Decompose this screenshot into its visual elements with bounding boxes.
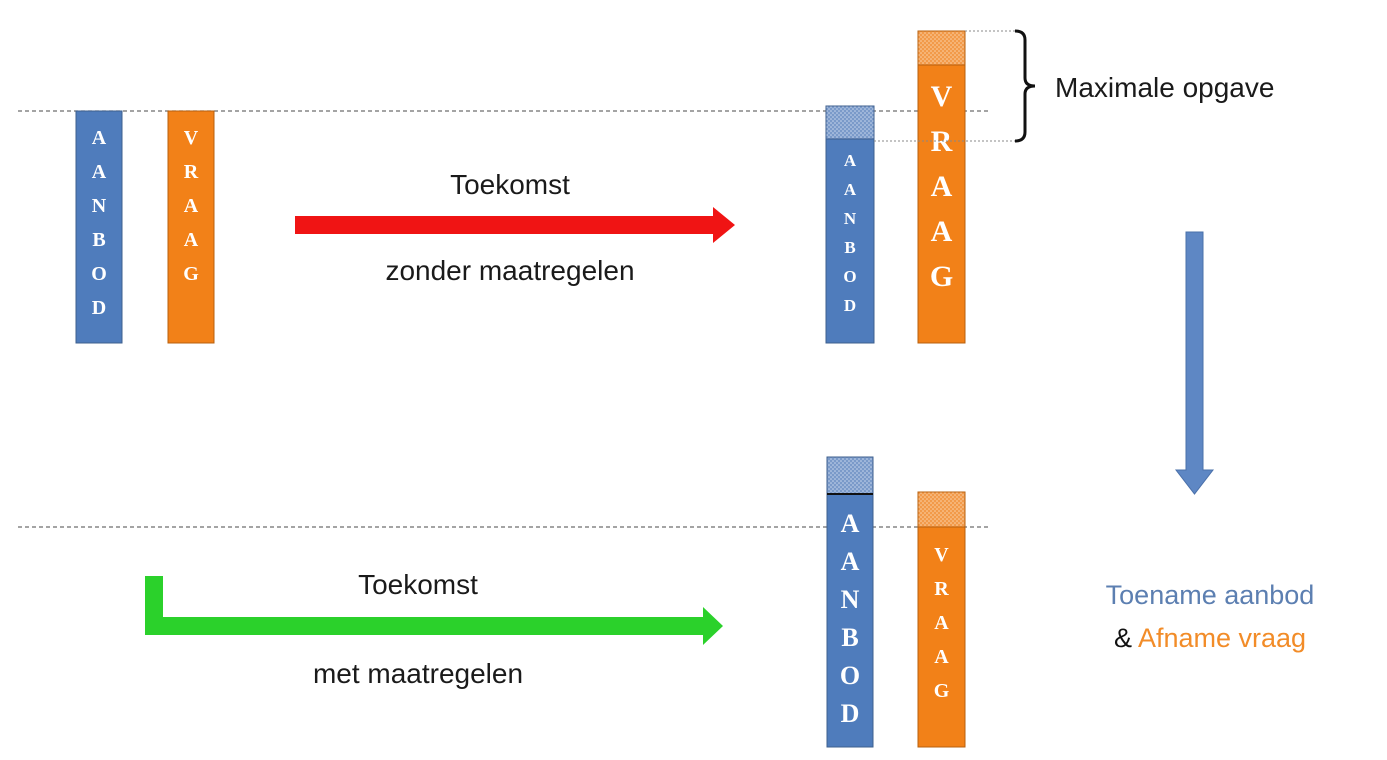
aanbod-letter: N xyxy=(844,209,857,228)
vraag-letter: R xyxy=(184,161,199,183)
future-without-measures-arrow xyxy=(295,207,735,243)
vraag-letter: A xyxy=(934,646,949,668)
top-arrow-label-top: Toekomst xyxy=(450,169,570,200)
vraag-letter: A xyxy=(184,195,199,217)
vraag-letter: R xyxy=(931,125,953,158)
aanbod-letter: D xyxy=(844,296,856,315)
aanbod-letter: B xyxy=(92,229,105,251)
aanbod-letter: A xyxy=(844,180,857,199)
aanbod-letter: N xyxy=(92,195,107,217)
bottom-arrow-label-bottom: met maatregelen xyxy=(313,658,523,689)
aanbod-letter: N xyxy=(841,585,860,614)
bracket-label: Maximale opgave xyxy=(1055,72,1274,103)
vraag-letter: V xyxy=(184,127,199,149)
aanbod-letter: O xyxy=(843,267,856,286)
top-arrow-label-bottom: zonder maatregelen xyxy=(385,255,634,286)
aanbod-letter: O xyxy=(91,263,107,285)
aanbod-letter: D xyxy=(92,297,106,319)
vraag-letter: A xyxy=(931,215,953,248)
aanbod-letter: A xyxy=(92,161,107,183)
summary-line2: & Afname vraag xyxy=(1114,623,1306,653)
vraag-letter: G xyxy=(930,260,953,293)
vraag-letter: V xyxy=(931,80,953,113)
bottom-arrow-label-top: Toekomst xyxy=(358,569,478,600)
aanbod-letter: A xyxy=(92,127,107,149)
vraag-letter: G xyxy=(934,680,950,702)
vraag-letter: V xyxy=(934,544,949,566)
summary-line2-text: Afname vraag xyxy=(1138,623,1306,653)
aanbod-letter: A xyxy=(841,547,860,576)
vraag-letter: A xyxy=(931,170,953,203)
vraag-letter: R xyxy=(934,578,949,600)
vraag-letter: A xyxy=(184,229,199,251)
aanbod-letter: O xyxy=(840,661,860,690)
vraag-letter: A xyxy=(934,612,949,634)
aanbod-letter: A xyxy=(841,509,860,538)
aanbod-letter: B xyxy=(844,238,855,257)
aanbod-letter: B xyxy=(841,623,858,652)
future-with-measures-arrow xyxy=(145,576,723,645)
vraag-letter: G xyxy=(183,263,199,285)
aanbod-letter: D xyxy=(841,699,860,728)
down-arrow xyxy=(1174,231,1215,495)
summary-ampersand: & xyxy=(1114,623,1132,653)
maximale-opgave-bracket xyxy=(1014,29,1036,143)
aanbod-letter: A xyxy=(844,151,857,170)
summary-line1: Toename aanbod xyxy=(1106,580,1315,610)
